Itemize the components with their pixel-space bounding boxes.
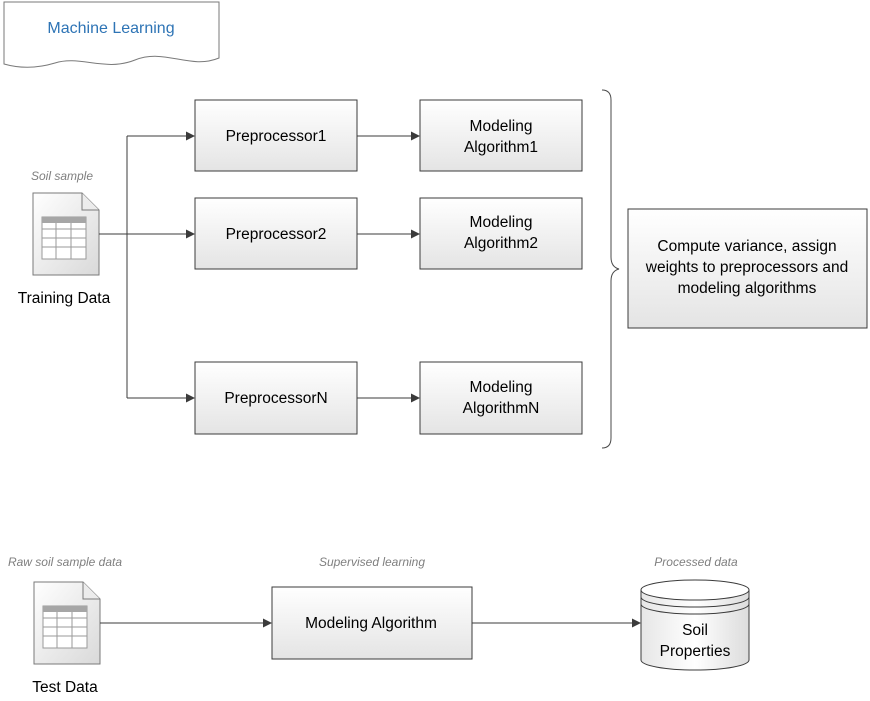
- summary-line-3: modeling algorithms: [678, 280, 817, 297]
- training-data-document-icon: [32, 192, 100, 276]
- diagram-title: Machine Learning: [47, 20, 174, 37]
- summary-line-2: weights to preprocessors and: [645, 259, 848, 276]
- algorithm-label-line2: Algorithm1: [464, 139, 538, 156]
- modeling-algorithm-box-2: Modeling Algorithm2: [419, 197, 583, 270]
- test-data-label: Test Data: [32, 679, 98, 696]
- test-data-document-icon: [33, 581, 101, 665]
- training-data-label: Training Data: [18, 290, 111, 307]
- training-caption: Soil sample: [31, 169, 93, 183]
- preprocessor-label: Preprocessor2: [226, 226, 327, 243]
- algorithm-label-line2: Algorithm2: [464, 235, 538, 252]
- modeling-algorithm-box-test: Modeling Algorithm: [271, 586, 473, 660]
- algorithm-label-line2: AlgorithmN: [463, 400, 540, 417]
- algorithm-label-line1: Modeling: [470, 379, 533, 396]
- preprocessor-box-n: PreprocessorN: [194, 361, 358, 435]
- training-connectors: [99, 131, 420, 403]
- modeling-algorithm-box-1: Modeling Algorithm1: [419, 99, 583, 172]
- summary-line-1: Compute variance, assign: [657, 238, 836, 255]
- grouping-brace: [601, 89, 620, 449]
- test-connectors: [100, 618, 641, 628]
- output-caption: Processed data: [654, 555, 738, 569]
- preprocessor-box-1: Preprocessor1: [194, 99, 358, 172]
- preprocessor-box-2: Preprocessor2: [194, 197, 358, 270]
- algorithm-label-line1: Modeling: [470, 118, 533, 135]
- output-label-line1: Soil: [682, 622, 708, 639]
- algorithm-label-line1: Modeling: [470, 214, 533, 231]
- soil-properties-database-icon: Soil Properties: [640, 579, 750, 671]
- modeling-algorithm-box-n: Modeling AlgorithmN: [419, 361, 583, 435]
- model-caption: Supervised learning: [319, 555, 425, 569]
- test-input-caption: Raw soil sample data: [8, 555, 122, 569]
- output-label-line2: Properties: [660, 643, 731, 660]
- preprocessor-label: Preprocessor1: [226, 128, 327, 145]
- variance-weights-box: Compute variance, assign weights to prep…: [627, 208, 868, 329]
- model-label: Modeling Algorithm: [305, 615, 437, 632]
- preprocessor-label: PreprocessorN: [224, 390, 327, 407]
- title-banner: Machine Learning: [3, 1, 220, 68]
